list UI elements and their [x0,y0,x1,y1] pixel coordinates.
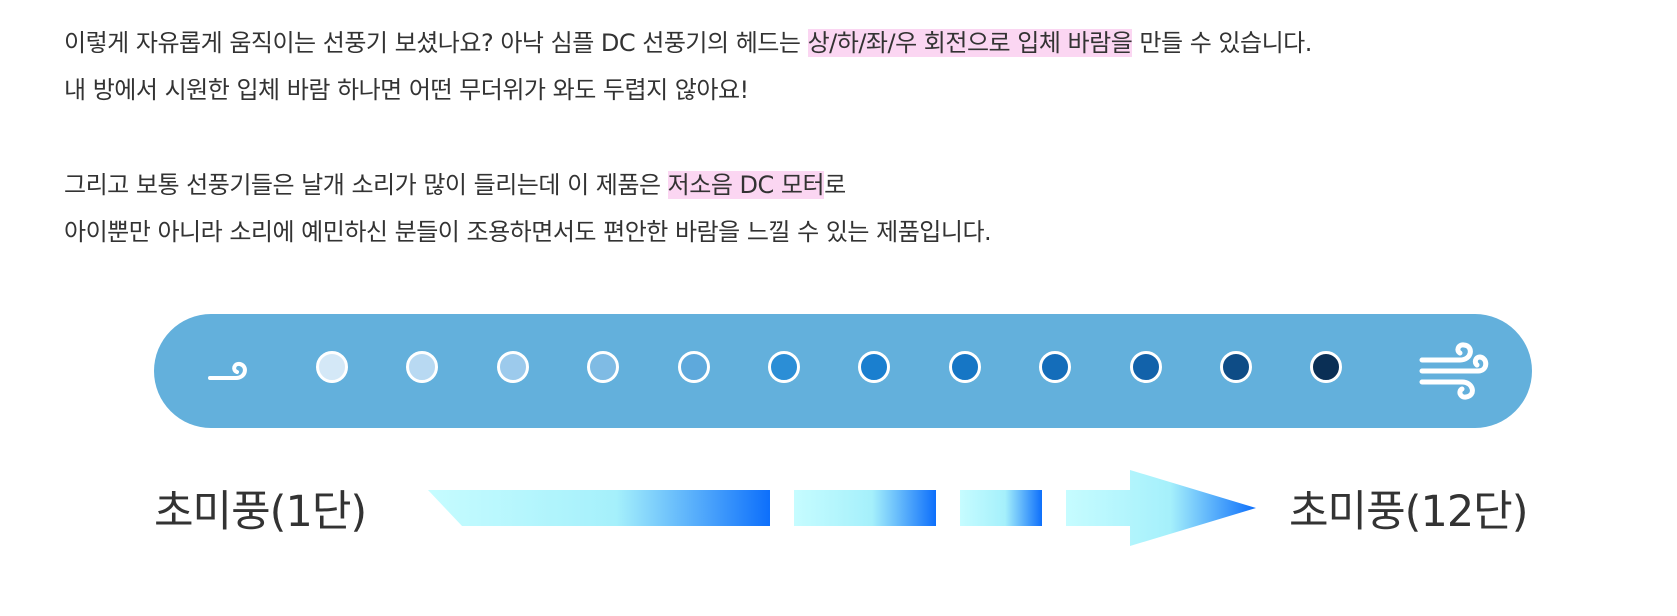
speed-level-10-dot [1129,351,1162,383]
text-segment: 이렇게 자유롭게 움직이는 선풍기 보셨나요? 아낙 심플 DC 선풍기의 헤드… [64,29,808,57]
paragraph-1-line-2: 내 방에서 시원한 입체 바람 하나면 어떤 무더위가 와도 두렵지 않아요! [64,67,1312,114]
speed-level-3-dot [496,351,529,383]
speed-level-8-dot [948,351,981,383]
speed-level-5-dot [677,351,710,383]
paragraph-2-line-2: 아이뿐만 아니라 소리에 예민하신 분들이 조용하면서도 편안한 바람을 느낄 … [64,209,992,256]
paragraph-1-line-1: 이렇게 자유롭게 움직이는 선풍기 보셨나요? 아낙 심플 DC 선풍기의 헤드… [64,20,1312,67]
highlighted-text: 상/하/좌/우 회전으로 입체 바람을 [807,29,1133,57]
max-speed-label: 초미풍(12단) [1289,487,1529,537]
paragraph-1: 이렇게 자유롭게 움직이는 선풍기 보셨나요? 아낙 심플 DC 선풍기의 헤드… [64,20,1312,114]
highlighted-text: 저소음 DC 모터 [667,171,825,199]
paragraph-2: 그리고 보통 선풍기들은 날개 소리가 많이 들리는데 이 제품은 저소음 DC… [64,162,992,256]
speed-level-12-dot [1310,351,1343,383]
speed-level-4-dot [587,351,620,383]
speed-level-11-dot [1220,351,1252,383]
text-segment: 내 방에서 시원한 입체 바람 하나면 어떤 무더위가 와도 두렵지 않아요! [64,76,749,104]
text-segment: 로 [824,171,846,199]
text-segment: 만들 수 있습니다. [1132,29,1312,57]
speed-level-9-dot [1039,351,1072,383]
speed-increase-arrow-icon [428,470,1256,546]
speed-level-7-dot [858,351,891,383]
speed-level-1-dot [316,351,348,383]
min-speed-label: 초미풍(1단) [154,487,367,537]
text-segment: 아이뿐만 아니라 소리에 예민하신 분들이 조용하면서도 편안한 바람을 느낄 … [64,218,992,246]
light-breeze-icon [206,348,254,398]
text-segment: 그리고 보통 선풍기들은 날개 소리가 많이 들리는데 이 제품은 [64,171,668,199]
speed-level-6-dot [768,351,800,383]
wind-speed-bar [154,314,1532,428]
strong-wind-icon [1416,338,1490,408]
speed-level-2-dot [406,351,439,383]
paragraph-2-line-1: 그리고 보통 선풍기들은 날개 소리가 많이 들리는데 이 제품은 저소음 DC… [64,162,991,209]
